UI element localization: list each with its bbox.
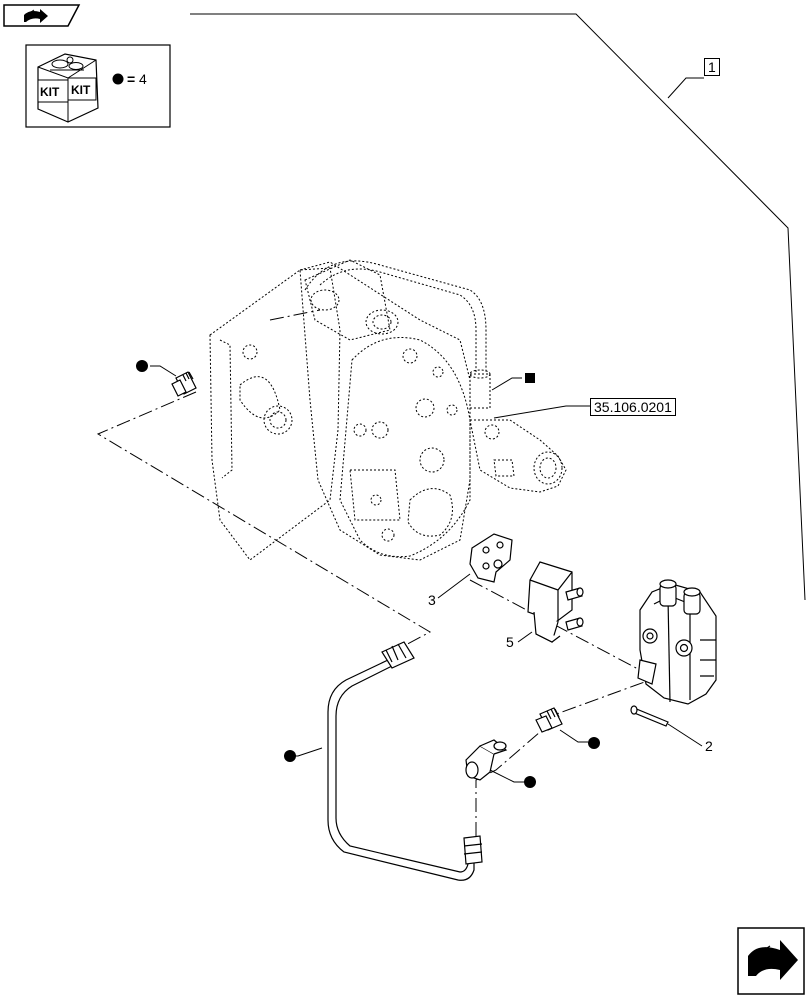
callout-reference[interactable]: 35.106.0201 <box>590 398 676 416</box>
elbow-fitting-leader <box>489 769 524 783</box>
hydraulic-pipe <box>327 641 483 881</box>
kit-box <box>25 44 171 128</box>
centerline-d <box>539 679 651 721</box>
kit-dot-marker-icon <box>112 73 124 85</box>
kit-equals-sign: = <box>127 71 136 87</box>
centerline-a <box>96 391 432 649</box>
right-valve-block <box>637 579 717 705</box>
frame-line <box>190 13 806 601</box>
left-fitting-leader <box>150 365 177 377</box>
kit-label-right: KIT <box>71 83 91 97</box>
elbow-fitting <box>465 739 508 781</box>
gasket-plate <box>469 533 513 583</box>
left-fitting <box>171 371 197 397</box>
center-fitting-dot-marker-icon <box>588 737 600 749</box>
item-1-leader <box>667 77 704 99</box>
item-2-leader <box>667 723 703 747</box>
pipe-leader <box>292 747 323 757</box>
pipe-dot-marker-icon <box>284 750 296 762</box>
centerline-b <box>269 309 321 321</box>
hydraulic-pump-dotted <box>209 259 567 561</box>
previous-page-arrow-icon[interactable] <box>3 4 81 27</box>
callout-item-1[interactable]: 1 <box>704 58 720 76</box>
next-page-arrow-icon[interactable] <box>737 927 805 995</box>
reference-leader <box>493 405 590 419</box>
pump-fitting-square-item <box>469 369 491 409</box>
centerline-c <box>469 579 656 679</box>
callout-item-5: 5 <box>506 634 514 650</box>
filled-square-marker-icon <box>525 373 535 383</box>
kit-quantity: 4 <box>139 71 147 87</box>
callout-item-2: 2 <box>705 738 713 754</box>
callout-item-3: 3 <box>428 592 436 608</box>
square-leader <box>491 377 522 391</box>
left-fitting-dot-marker-icon <box>136 360 148 372</box>
center-fitting-leader <box>559 729 588 743</box>
kit-label-left: KIT <box>40 85 60 99</box>
kit-box-icon <box>37 53 99 123</box>
item-3-leader <box>437 573 471 599</box>
pin <box>630 705 669 727</box>
solenoid-valve <box>527 561 584 643</box>
item-5-leader <box>517 631 533 643</box>
center-fitting <box>535 707 563 733</box>
elbow-fitting-dot-marker-icon <box>524 776 536 788</box>
